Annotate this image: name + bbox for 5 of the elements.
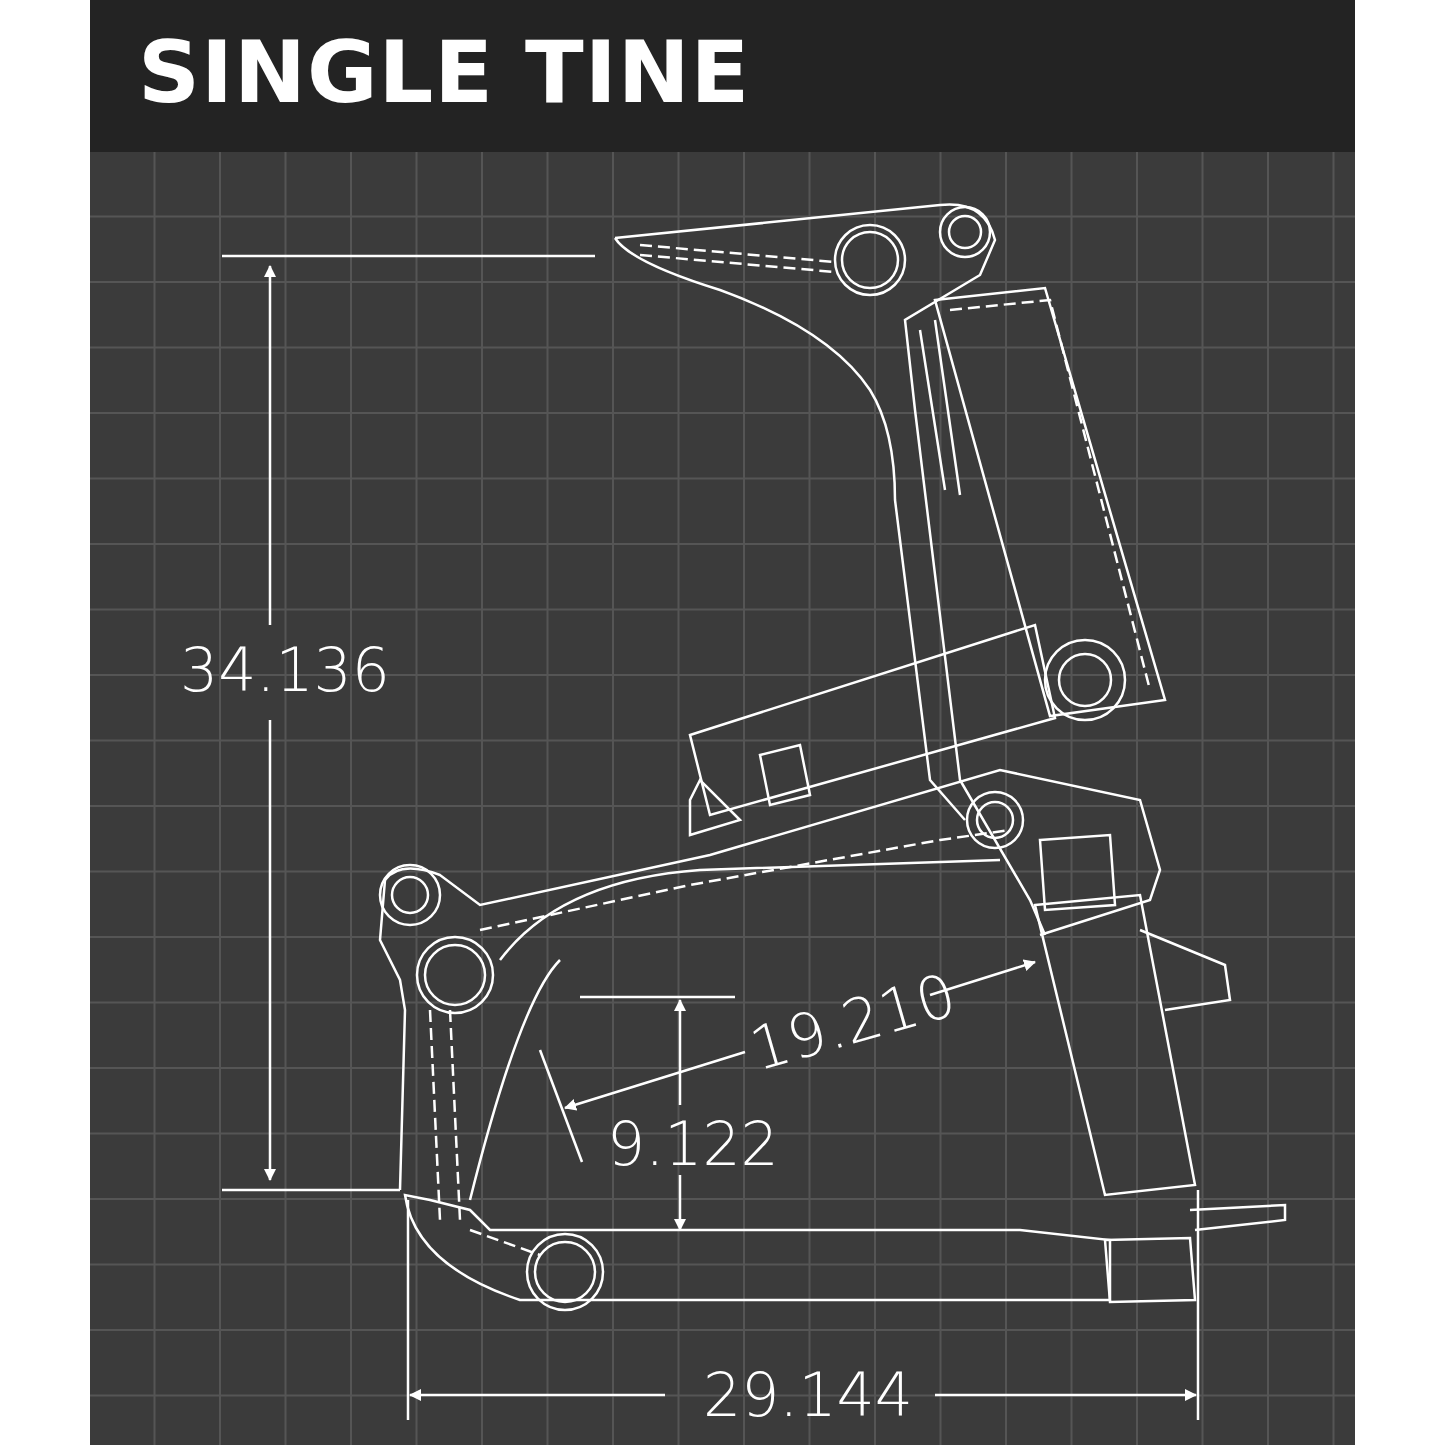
dimension-label: 19.210 [743, 962, 963, 1082]
dimension-label: 34.136 [180, 638, 390, 702]
title: SINGLE TINE [138, 22, 751, 122]
dimension-label: 29.144 [703, 1363, 913, 1427]
dimension-label: 9.122 [607, 1112, 779, 1176]
